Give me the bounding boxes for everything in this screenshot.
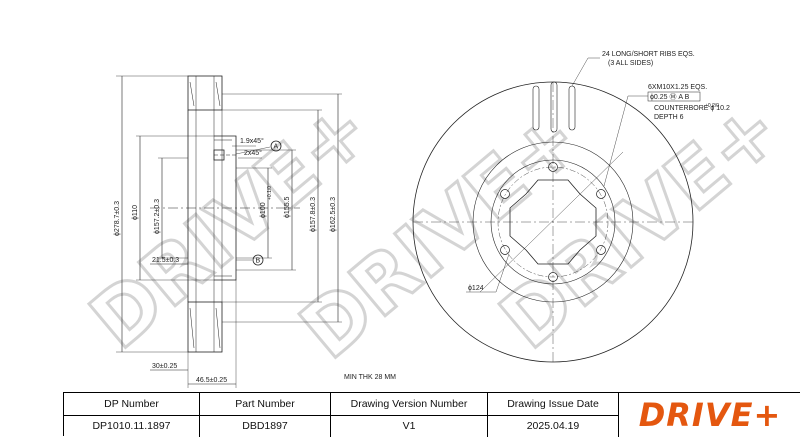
value-version: V1	[402, 420, 416, 432]
note-ribs-1: 24 LONG/SHORT RIBS EQS.	[602, 51, 695, 58]
value-dp-number: DP1010.11.1897	[92, 420, 171, 432]
note-depth: DEPTH 6	[654, 114, 684, 121]
note-counterbore-tol: +0.2/0	[705, 103, 719, 109]
value-part-number: DBD1897	[242, 420, 288, 432]
datum-a-label: A	[274, 144, 279, 151]
dim-162-5: ϕ162.5±0.3	[330, 197, 337, 232]
dim-21-5: 21.5±0.3	[152, 257, 179, 264]
header-issue-date: Drawing Issue Date	[488, 393, 618, 416]
dim-157-2: ϕ157.2±0.3	[154, 199, 161, 234]
datum-b-bubble	[252, 254, 264, 266]
dim-30: 30±0.25	[152, 363, 177, 370]
dim-pcd: ϕ124	[468, 285, 484, 292]
note-holes: 6XM10X1.25 EQS.	[648, 84, 707, 91]
front-view	[412, 57, 701, 363]
value-issue-date: 2025.04.19	[526, 420, 580, 432]
logo-text: DRIVE+	[638, 396, 782, 434]
datum-b-label: B	[256, 258, 261, 265]
datum-a-bubble	[270, 140, 282, 152]
dim-155-5: ϕ155.5	[284, 196, 291, 218]
chamfer-1: 1.9x45°	[240, 137, 264, 145]
side-view	[116, 75, 342, 388]
rim-bottom-section	[187, 301, 223, 353]
dim-outer-diameter: ϕ278.7±0.3	[114, 201, 121, 236]
chamfer-2: 2x45°	[244, 149, 262, 157]
brand-logo: DRIVE+	[619, 393, 800, 437]
title-col-issue-date: Drawing Issue Date 2025.04.19	[488, 393, 619, 437]
header-part-number: Part Number	[200, 393, 330, 416]
dim-100: ϕ100	[260, 202, 267, 218]
note-counterbore: COUNTERBORE ϕ 10.2	[654, 105, 730, 112]
rim-top-section	[187, 75, 223, 111]
dim-46-5: 46.5±0.25	[196, 377, 227, 384]
note-ribs-2: (3 ALL SIDES)	[608, 60, 653, 67]
tolerance-frame	[647, 91, 701, 102]
note-tol-frame: ϕ0.25 Ⓜ A B	[650, 93, 690, 101]
title-col-dp-number: DP Number DP1010.11.1897	[64, 393, 200, 437]
dim-110: ϕ110	[132, 205, 139, 220]
title-col-part-number: Part Number DBD1897	[200, 393, 331, 437]
header-version: Drawing Version Number	[331, 393, 487, 416]
watermark-group: DRIVE+ DRIVE+ DRIVE+	[73, 82, 799, 378]
dim-100-tol: +0.1/0	[267, 186, 273, 200]
dim-157-8: ϕ157.8±0.3	[310, 197, 317, 232]
min-thickness-note: MIN THK 28 MM	[344, 374, 396, 381]
header-dp-number: DP Number	[64, 393, 199, 416]
title-block: DP Number DP1010.11.1897 Part Number DBD…	[63, 392, 800, 437]
title-col-version: Drawing Version Number V1	[331, 393, 488, 437]
